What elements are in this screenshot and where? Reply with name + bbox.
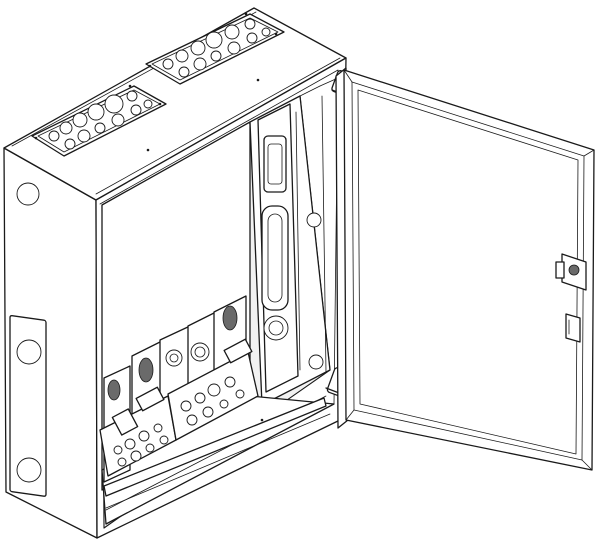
knockout-circle: [16, 182, 40, 206]
door-latch[interactable]: [555, 253, 587, 291]
door-handle-slot[interactable]: [565, 313, 581, 343]
knockout-circle: [16, 457, 42, 483]
interior-rail: [257, 95, 327, 393]
bottom-gland-modules: [99, 295, 335, 525]
rail-slot-long: [261, 205, 289, 311]
top-gland-plate-rear: [145, 12, 285, 152]
cabinet-door[interactable]: [335, 67, 595, 471]
side-knockouts: [9, 182, 47, 497]
knockout-circle: [16, 339, 42, 365]
top-gland-plate-front: [31, 84, 167, 157]
rail-slot-top: [263, 135, 287, 193]
rail-hole: [263, 315, 289, 341]
rail-hole-small: [308, 354, 324, 370]
rail-hole-small: [306, 212, 322, 228]
